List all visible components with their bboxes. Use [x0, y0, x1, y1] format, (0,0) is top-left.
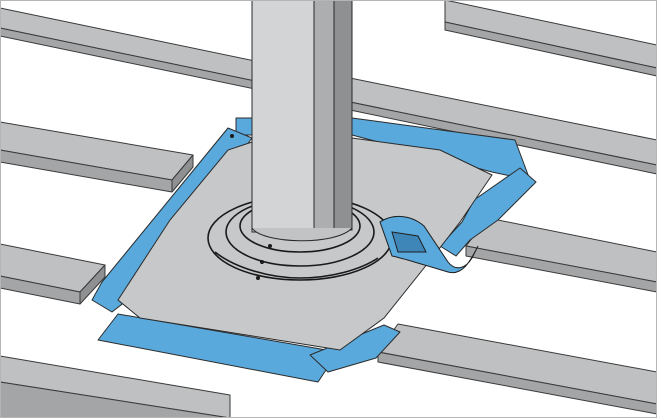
collar-rivets	[230, 134, 272, 280]
pipe-base-curve	[251, 227, 353, 242]
pipe-shadow-side	[333, 0, 353, 231]
batten-right-mid-front	[465, 245, 657, 293]
rivet	[230, 134, 234, 138]
batten-top-right-1-front	[444, 21, 657, 77]
collar-ring-cut	[214, 251, 379, 279]
rivet	[256, 276, 260, 280]
batten-left-mid-end	[171, 154, 194, 193]
tape-right-low	[309, 324, 401, 373]
peeled-tape-flap	[379, 216, 479, 274]
batten-top-right-1-face	[444, 0, 657, 69]
batten-left-low-end	[79, 264, 106, 305]
tape-bottom	[97, 313, 339, 383]
flap-dark	[391, 231, 427, 253]
batten-top-left-face	[0, 7, 261, 83]
pipe-light-side	[251, 0, 315, 233]
rivet	[268, 244, 272, 248]
vent-pipe	[251, 0, 353, 242]
tape-right	[439, 167, 537, 257]
batten-bottom-left-front	[0, 381, 231, 418]
pipe-mid-side	[313, 0, 335, 233]
batten-bottom-left-face	[0, 355, 231, 418]
batten-right-low-front	[377, 351, 657, 415]
rivet	[260, 260, 264, 264]
flap-light	[379, 216, 479, 274]
flashing-plate	[117, 137, 493, 351]
